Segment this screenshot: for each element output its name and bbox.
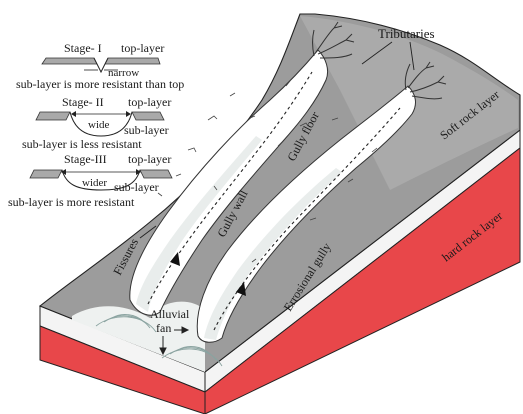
tributaries-label: Tributaries: [378, 26, 435, 41]
stage-3-width-label: wider: [82, 177, 107, 189]
stage-3-title: Stage-III: [64, 152, 107, 166]
alluvial-label: Alluvial: [150, 307, 190, 321]
stage-3-top-label: top-layer: [128, 152, 171, 166]
stage-3-sub-label: sub-layer: [114, 180, 159, 194]
stage-1-note: sub-layer is more resistant than top: [16, 77, 184, 91]
stage-2-note: sub-layer is less resistant: [22, 137, 142, 151]
stage-1-cross-section: [42, 58, 160, 72]
stage-3-note: sub-layer is more resistant: [8, 195, 135, 209]
stage-2-sub-label: sub-layer: [124, 123, 169, 137]
stage-2-title: Stage- II: [62, 95, 104, 109]
stage-2-width-label: wide: [88, 119, 110, 131]
stage-1-title: Stage- I: [64, 41, 102, 55]
fan-label: fan: [156, 321, 171, 335]
stage-1-top-label: top-layer: [121, 41, 164, 55]
stage-2-top-label: top-layer: [128, 95, 171, 109]
